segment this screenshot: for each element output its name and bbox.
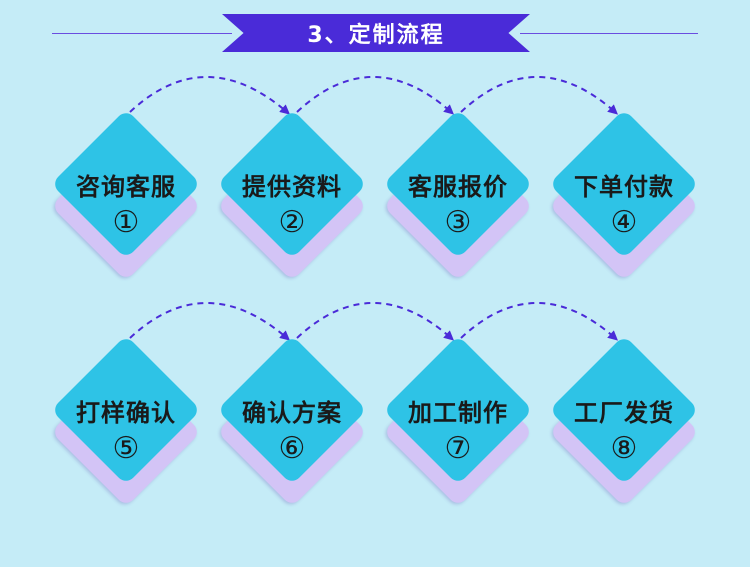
step-label: 客服报价: [408, 173, 508, 201]
header-line-right: [520, 33, 698, 34]
step-label: 打样确认: [76, 399, 176, 427]
step-6: 确认方案 ⑥: [212, 333, 372, 523]
step-4: 下单付款 ④: [544, 107, 704, 297]
header-line-left: [52, 33, 232, 34]
step-number: ①: [112, 205, 140, 240]
step-label: 咨询客服: [76, 173, 176, 201]
step-7: 加工制作 ⑦: [378, 333, 538, 523]
step-number: ⑧: [610, 431, 638, 466]
step-8: 工厂发货 ⑧: [544, 333, 704, 523]
step-2: 提供资料 ②: [212, 107, 372, 297]
step-number: ④: [610, 205, 638, 240]
step-label: 提供资料: [242, 173, 342, 201]
step-label: 确认方案: [242, 399, 342, 427]
step-number: ②: [278, 205, 306, 240]
header-title: 3、定制流程: [307, 23, 445, 48]
step-number: ⑦: [444, 431, 472, 466]
header-banner: 3、定制流程: [222, 14, 530, 52]
step-number: ⑤: [112, 431, 140, 466]
step-label: 加工制作: [408, 399, 508, 427]
step-number: ③: [444, 205, 472, 240]
step-number: ⑥: [278, 431, 306, 466]
step-1: 咨询客服 ①: [46, 107, 206, 297]
step-3: 客服报价 ③: [378, 107, 538, 297]
step-label: 下单付款: [574, 173, 674, 201]
step-label: 工厂发货: [574, 399, 674, 427]
step-5: 打样确认 ⑤: [46, 333, 206, 523]
